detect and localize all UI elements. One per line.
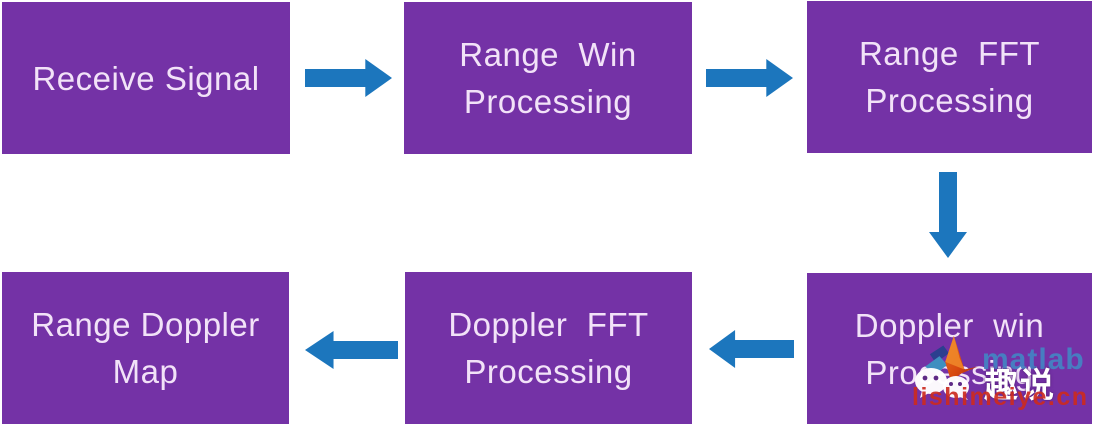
watermark-domain-text: lishimeiye.cn xyxy=(912,383,1089,411)
flow-box-doppler-fft-processing: Doppler FFT Processing xyxy=(405,272,692,424)
watermark: matlab 趣说 lishimeiye.cn xyxy=(880,330,1094,415)
box-label-line: Receive Signal xyxy=(32,59,260,97)
watermark-matlab-text: matlab xyxy=(982,343,1085,376)
arrow-down-icon xyxy=(929,172,967,258)
box-label-line: Range Win xyxy=(459,36,637,73)
wechat-icon xyxy=(915,368,969,400)
arrow-left-icon xyxy=(709,330,794,368)
flow-box-range-win-processing: Range Win Processing xyxy=(404,2,692,154)
box-label-line: Range FFT xyxy=(858,35,1041,72)
flow-box-receive-signal: Receive Signal xyxy=(2,2,290,154)
arrow-right-icon xyxy=(305,59,392,97)
box-label-line: Processing xyxy=(865,82,1034,119)
box-label-line: Range Doppler xyxy=(31,306,260,343)
box-label-line: Processing xyxy=(463,83,633,120)
flow-box-range-doppler-map: Range Doppler Map xyxy=(2,272,289,424)
watermark-chinese-text: 趣说 xyxy=(984,367,1056,405)
arrow-left-icon xyxy=(305,331,398,369)
box-label-line: Map xyxy=(112,353,179,390)
arrow-right-icon xyxy=(706,59,793,97)
flow-box-range-fft-processing: Range FFT Processing xyxy=(807,1,1092,153)
box-label-line: Processing xyxy=(464,353,633,390)
box-label-line: Doppler FFT xyxy=(448,306,649,343)
